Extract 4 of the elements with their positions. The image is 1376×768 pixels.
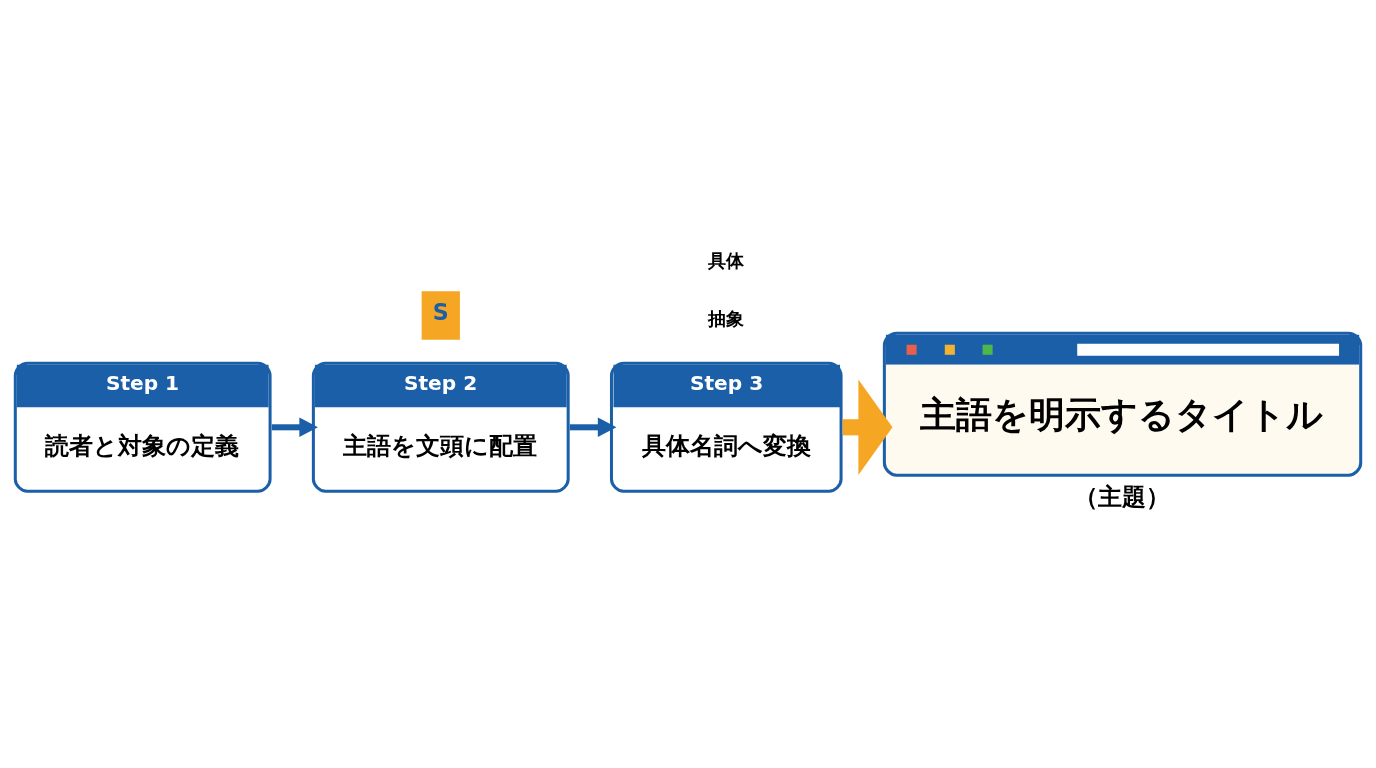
node-label: （主題） — [1073, 483, 1170, 512]
label: S — [432, 299, 449, 326]
label: 具体 — [707, 249, 744, 271]
label: 抽象 — [707, 307, 744, 329]
